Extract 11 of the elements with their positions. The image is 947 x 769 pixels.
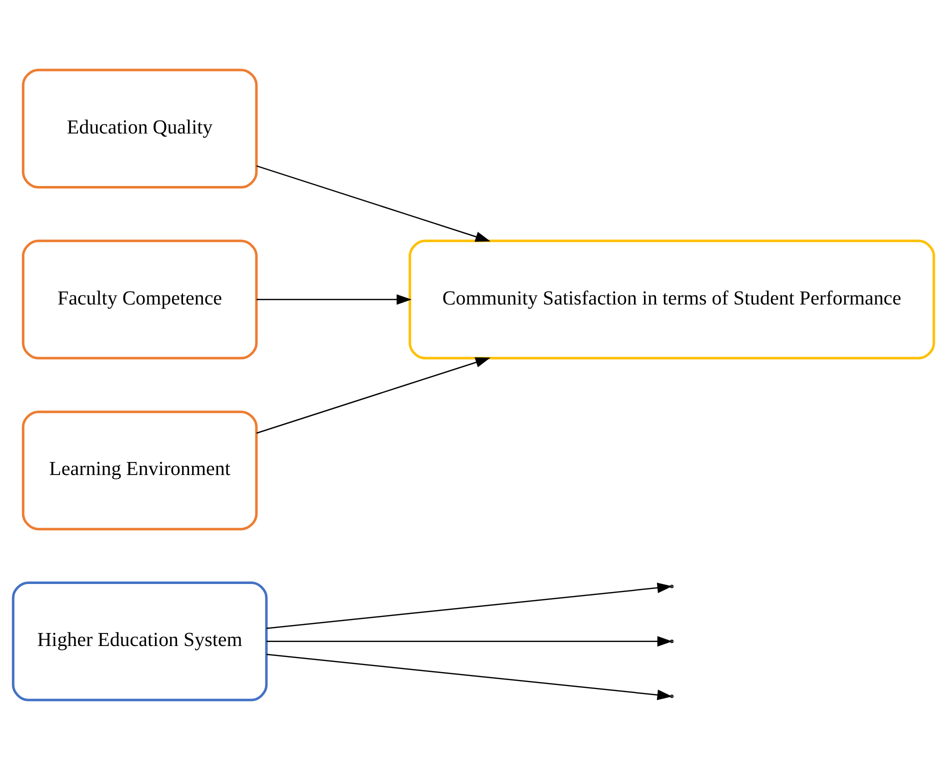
node-box: Higher Education System	[12, 581, 268, 701]
arrow	[256, 294, 412, 304]
arrow	[266, 636, 672, 646]
node-box: Community Satisfaction in terms of Student Performance	[408, 239, 936, 359]
arrow	[256, 164, 490, 242]
node-box: Faculty Competence	[22, 239, 258, 359]
node-box: Learning Environment	[22, 410, 258, 530]
node-box: Education Quality	[22, 68, 258, 188]
arrow	[266, 653, 672, 700]
arrow	[266, 582, 672, 628]
arrow	[256, 356, 490, 434]
